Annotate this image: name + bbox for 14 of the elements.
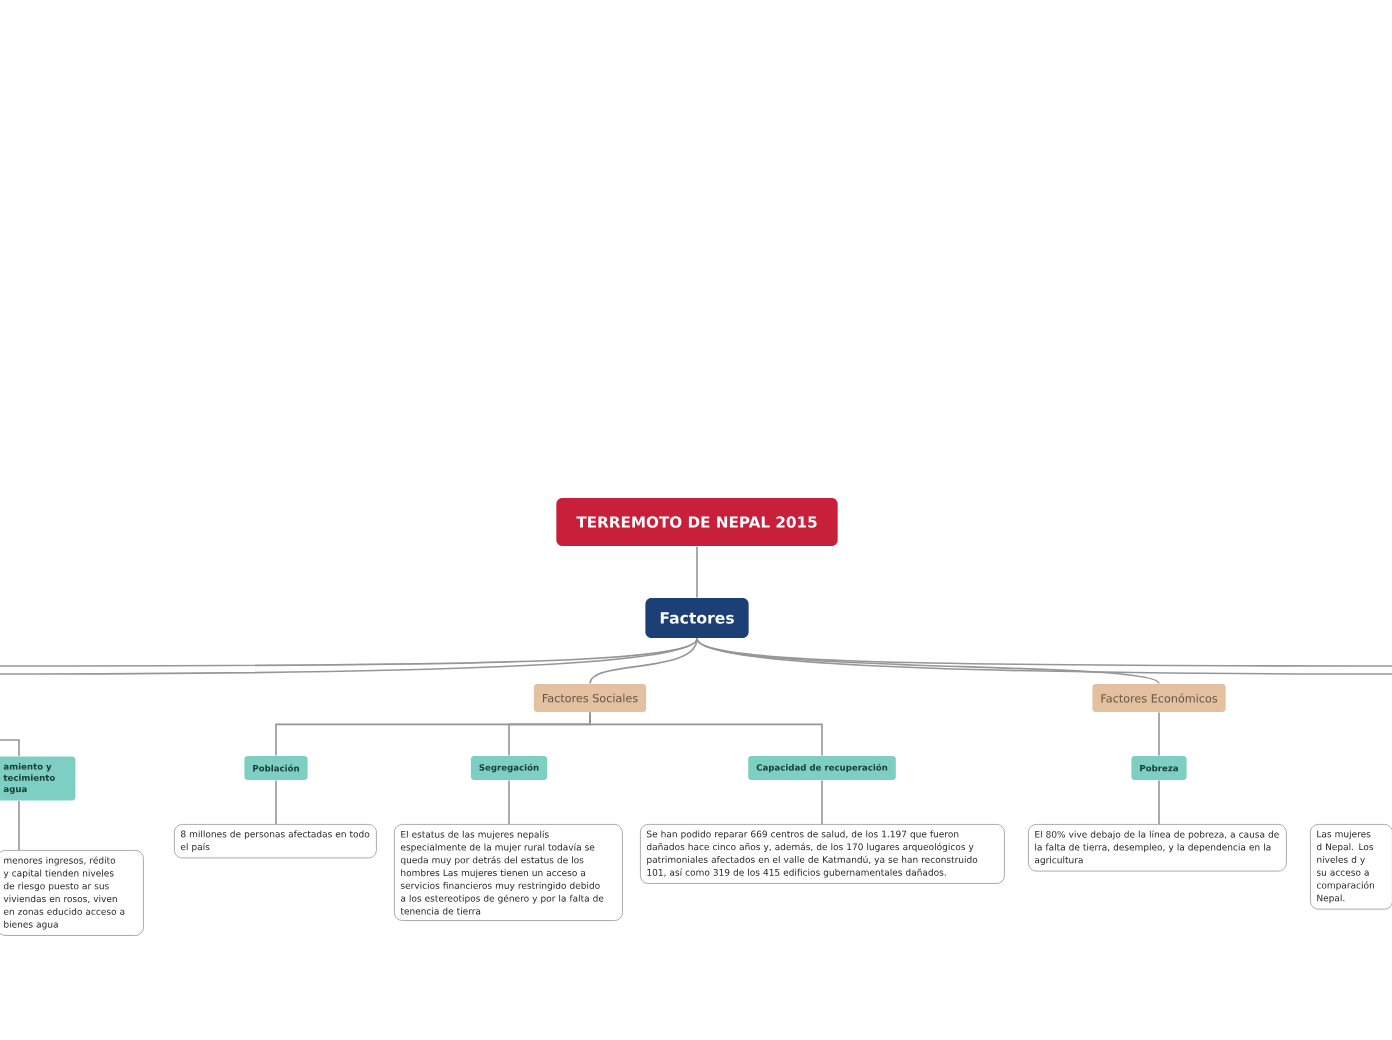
connector-line [0,637,698,667]
connector-line [589,711,823,757]
connector-line [696,545,698,599]
connector-line [0,637,698,675]
connector-line [696,637,1392,675]
connector-line [1158,779,1160,825]
connector-line [0,739,20,757]
connector-line [18,800,20,851]
connector-line [1158,711,1160,757]
connector-line [821,779,823,825]
connector-line [696,637,1392,667]
connector-line [275,779,277,825]
connector-line [508,779,510,825]
connector-line [589,637,698,685]
